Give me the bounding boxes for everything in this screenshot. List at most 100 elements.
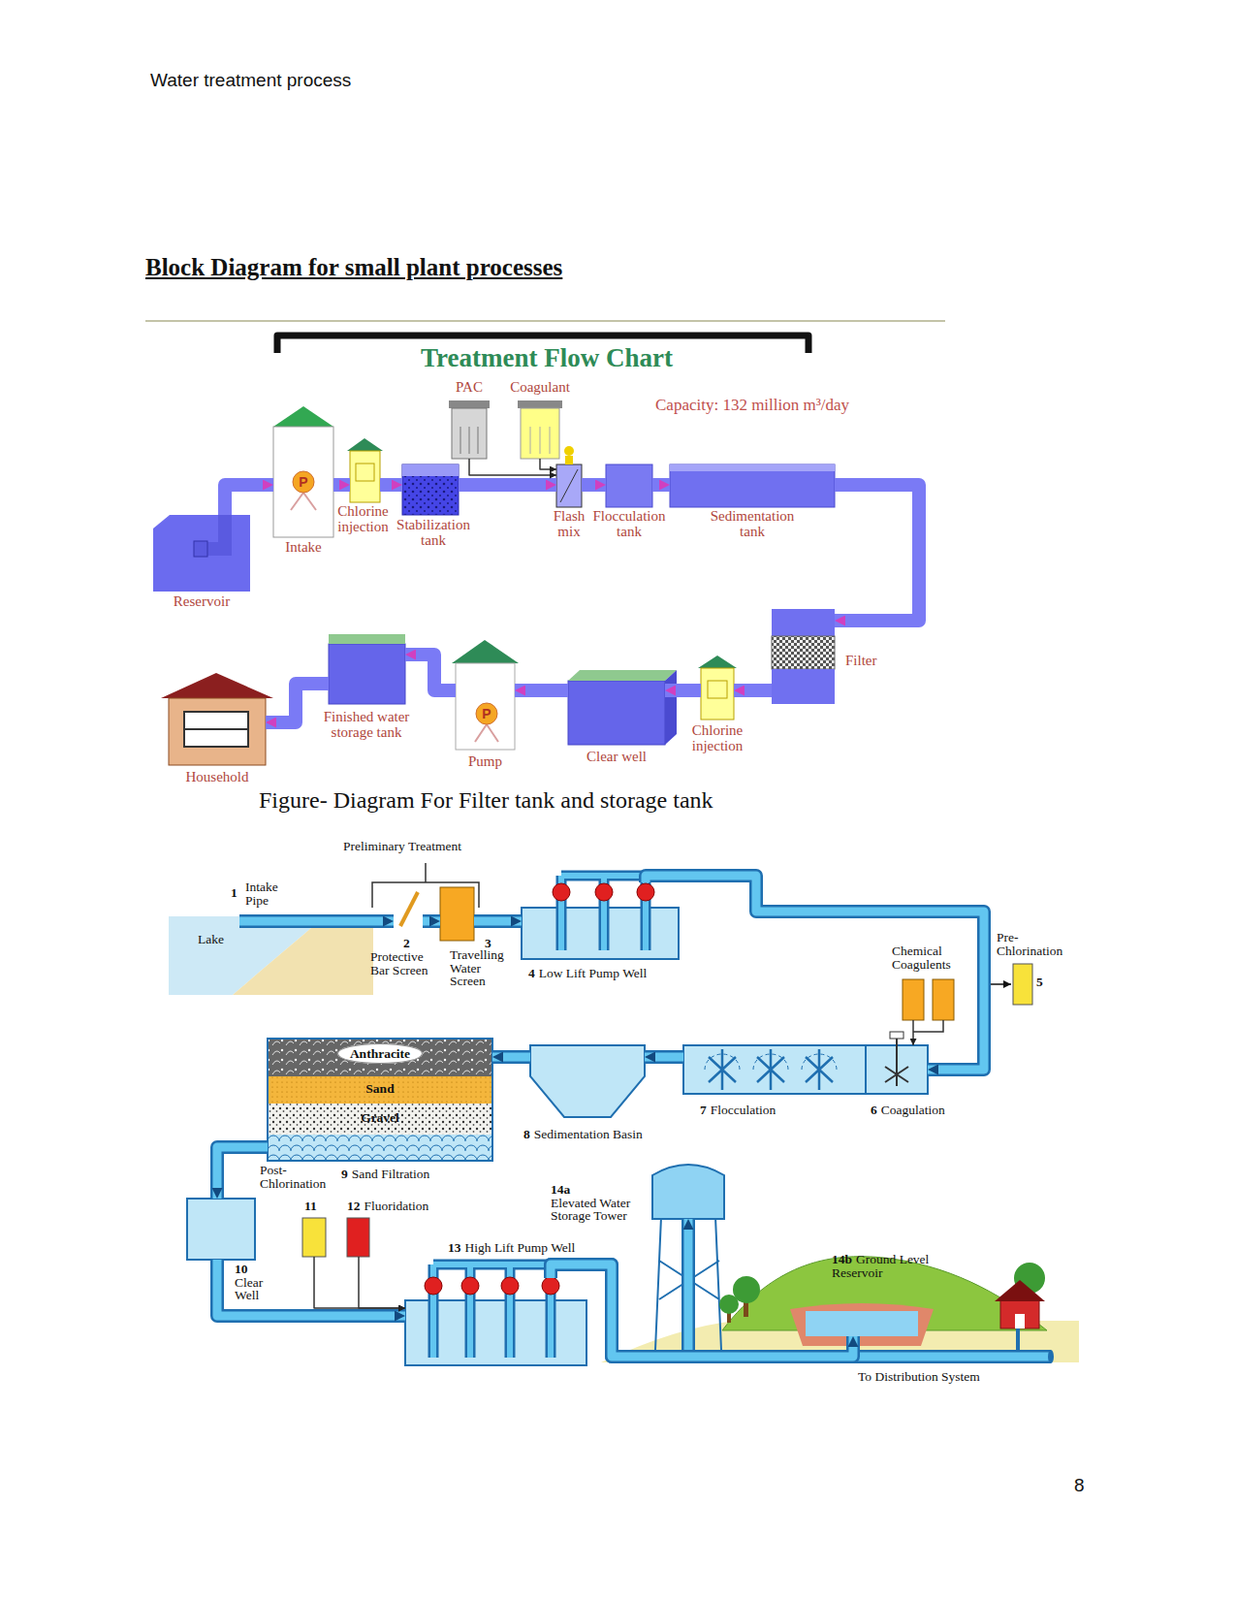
flow-chart-art [520,408,560,459]
plant-art [1000,1299,1040,1329]
label: Water treatment process [150,69,635,92]
process-unit: Flocculation tank [605,464,653,508]
unit-label: Pre- Chlorination [996,929,1063,958]
plant-art [889,1031,904,1039]
plant-art [267,1134,493,1161]
bar-screen [400,891,418,926]
process-unit: Chlorine injection [700,667,734,720]
callout-number: 14b [831,1251,853,1267]
process-unit: Post- Chlorination11 [302,1217,326,1257]
flow-chart-art [402,464,459,515]
callout-number: 5 [1036,975,1050,989]
plant-art [994,1279,1046,1301]
flow-chart-art [290,492,317,510]
unit-label: Gravel [360,1109,400,1125]
pipe-connector [358,1256,406,1308]
plant-art [853,1349,1051,1363]
plant-art [267,1103,493,1135]
pipe [224,484,274,515]
unit-label: Reservoir [173,593,230,609]
page-title: Block Diagram for small plant processes [145,253,921,282]
plant-art [990,982,1012,985]
unit-label: Coagulation [881,1102,946,1117]
unit-label: Filter [845,652,878,668]
process-unit: PIntake [273,426,334,538]
process-unit: Gravel [267,1103,493,1135]
unit-label: Low Lift Pump Well [538,965,648,981]
process-unit: PAC [451,400,487,459]
plant-art [1014,1313,1025,1329]
flow-chart-art [273,406,334,427]
pipe [912,1019,915,1046]
process-unit: 12Fluoridation [347,1217,370,1257]
pipe-connector [265,683,329,723]
pipe-outline [644,1049,684,1064]
pipe [422,917,441,926]
unit-label: Stabilization tank [396,516,471,548]
pipe-connector [733,690,772,692]
plant-art [424,1276,443,1295]
plant-art [239,914,335,928]
flow-chart-art [355,463,375,481]
plant-art [433,1264,551,1358]
process-unit: 3Travelling Water Screen [440,887,475,941]
reservoir-water [153,514,251,592]
flow-chart-art [771,635,835,669]
label-group: 13High Lift Pump Well [447,1240,613,1255]
unit-label: Flocculation [710,1102,777,1117]
pipe-outline [492,1049,531,1064]
flow-chart-art [292,471,315,493]
unit-label: Intake [285,538,321,555]
flow-chart-art [707,680,728,698]
pipe-connector [644,1056,684,1058]
flow-chart-art [697,655,737,668]
label-group: 14bGround Level Reservoir [831,1252,953,1279]
pipe-connector [469,458,557,476]
flow-chart-art [347,438,383,451]
pipe-connector [333,484,350,486]
process-unit: Finished water storage tank [328,633,406,704]
unit-label: Household [186,768,250,785]
plant-art [719,1294,739,1314]
pipe-connector [913,1019,915,1046]
flow-chart-art [564,445,574,456]
label-group: Stabilization tank [389,517,477,549]
pipe-outline [645,875,984,1070]
plant-art [636,883,655,901]
label: Capacity: 132 million m³/day [655,395,937,415]
label-group: Chlorine injection [680,723,755,755]
pipe [380,477,403,492]
pipe-connector [458,484,557,486]
process-unit: Lake [168,906,335,995]
pipe [405,654,456,691]
plant-art [1013,963,1033,1005]
flow-chart-art [530,426,550,454]
plant-art [561,875,646,951]
label-group: 14aElevated Water Storage Tower [550,1182,643,1223]
pipe-connector [334,920,394,922]
pipe [265,683,329,723]
unit-label: Sand Filtration [351,1166,431,1181]
plant-art [461,1276,479,1295]
unit-label: Lake [197,931,224,947]
flow-chart-art [568,680,666,745]
callout-number: 4 [528,965,536,981]
pipe-outline [474,914,522,928]
callout-number: 8 [523,1126,531,1141]
label-group: Intake [263,539,344,556]
pipe-connector [474,920,522,922]
process-unit: 2Protective Bar Screen [393,889,423,926]
pipe-connector [224,484,274,515]
pipe-connector [514,690,569,692]
plant-art [932,979,954,1020]
process-unit: Filter [771,608,835,704]
callout-number: 9 [341,1166,349,1181]
process-unit: Household [168,697,266,765]
plant-art [853,1352,1051,1362]
plant-art [168,862,1079,1365]
process-unit: Coagulant [520,400,560,459]
label-group: P [475,702,498,725]
plant-art [530,1045,645,1117]
pipe [539,458,557,470]
label: Treatment Flow Chart [352,343,741,374]
